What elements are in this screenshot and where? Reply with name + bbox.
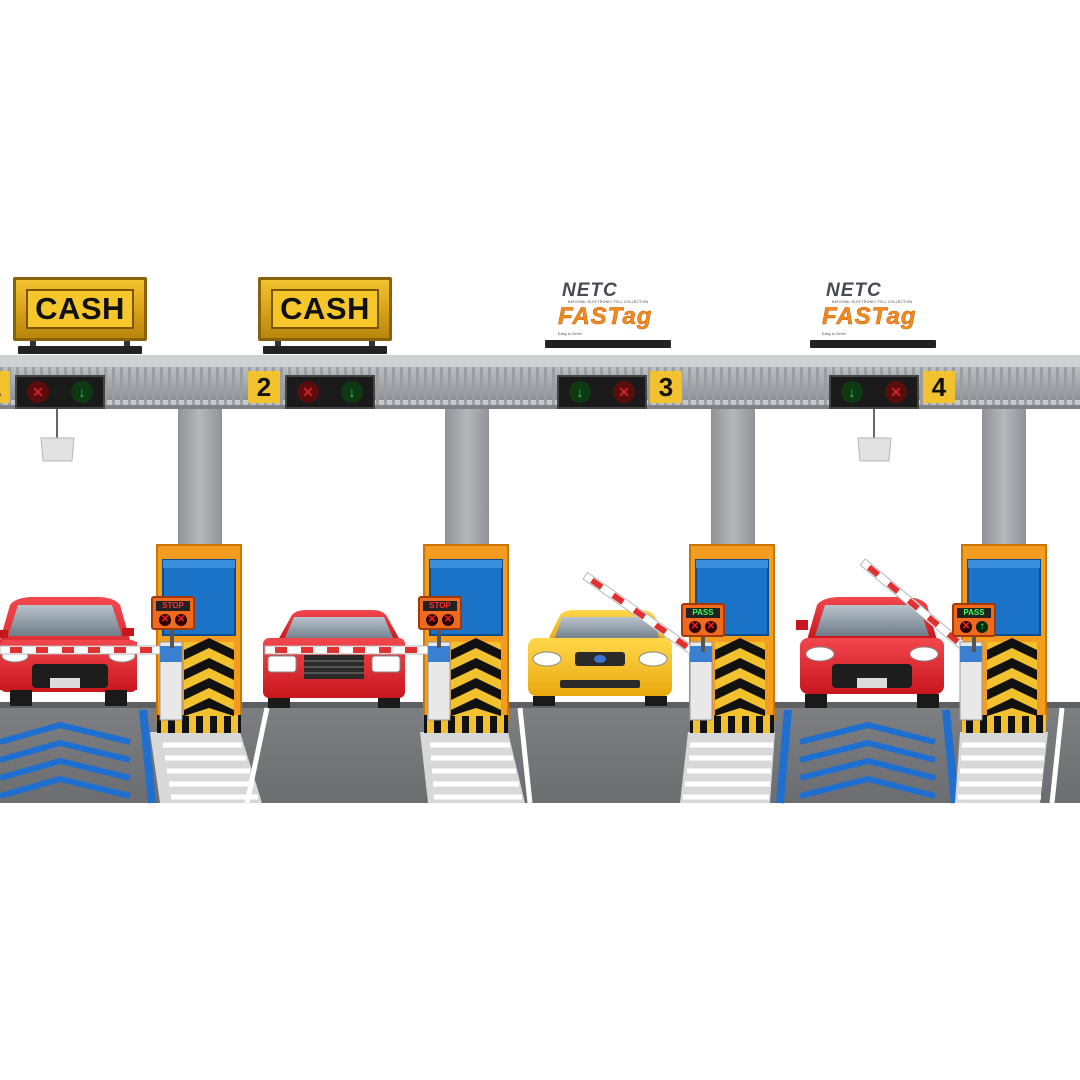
netc-subtitle-1: NATIONAL ELECTRONIC TOLL COLLECTION <box>567 300 649 304</box>
lane-marking-fastag-4 <box>776 709 959 804</box>
cash-sign-1-base <box>18 346 142 354</box>
road-edge-lines <box>244 707 1065 804</box>
pass-x-icon: ✕ <box>705 621 717 633</box>
boom-barrier-1-closed <box>0 641 183 721</box>
svg-text:↓: ↓ <box>577 384 584 400</box>
svg-text:✕: ✕ <box>890 384 902 400</box>
stop-x-icon: ✕ <box>159 614 171 626</box>
boom-barrier-4-open <box>859 558 983 721</box>
display-poles <box>170 628 976 652</box>
svg-text:✕: ✕ <box>302 384 314 400</box>
vehicle-red-hatchback-4 <box>796 597 944 708</box>
cash-sign-1: CASH <box>13 277 147 341</box>
svg-text:↓: ↓ <box>349 384 356 400</box>
boom-barrier-3-open <box>582 571 713 721</box>
lane-signal-group-1: ✕ ↓ <box>15 375 105 409</box>
netc-logo-text-2: NETC <box>826 280 882 301</box>
lane-number-4: 4 <box>923 371 955 403</box>
lane-marking-cash-1 <box>0 709 156 804</box>
booth-display-4: PASS ✕ ↑ <box>952 603 996 637</box>
cash-sign-2: CASH <box>258 277 392 341</box>
cash-sign-label-2: CASH <box>271 289 379 329</box>
fastag-tagline-2: Easy to Drive <box>822 331 846 336</box>
pass-arrow-up-icon: ↑ <box>976 621 988 633</box>
gantry-pillars <box>178 408 1026 548</box>
island-1 <box>150 732 262 803</box>
svg-text:↓: ↓ <box>79 384 86 400</box>
rfid-reader-2 <box>857 409 892 462</box>
lane-number-1: 1 <box>0 371 10 403</box>
chevron-barrier-4 <box>987 638 1037 716</box>
cash-sign-label-1: CASH <box>26 289 134 329</box>
svg-text:✕: ✕ <box>32 384 44 400</box>
pass-x-icon: ✕ <box>689 621 701 633</box>
fastag-sign-2: NETC NATIONAL ELECTRONIC TOLL COLLECTION… <box>808 278 936 338</box>
lane-number-2: 2 <box>248 371 280 403</box>
fastag-tagline-1: Easy to Drive <box>558 331 582 336</box>
booth-display-1: STOP ✕ ✕ <box>151 596 195 630</box>
netc-logo-text-1: NETC <box>562 280 618 301</box>
fastag-sign-1: NETC NATIONAL ELECTRONIC TOLL COLLECTION… <box>544 278 672 338</box>
lane-signal-group-3: ↓ ✕ <box>557 375 647 409</box>
fastag-logo-text-1: FASTag <box>558 303 653 331</box>
chevron-barrier-2 <box>451 638 501 716</box>
rfid-reader-1 <box>40 409 75 462</box>
chevron-barrier-3 <box>715 638 765 716</box>
lane-signal-group-4: ↓ ✕ <box>829 375 919 409</box>
vehicle-yellow-sedan-3 <box>528 610 672 706</box>
netc-subtitle-2: NATIONAL ELECTRONIC TOLL COLLECTION <box>831 300 913 304</box>
chevron-barrier-1 <box>184 638 234 716</box>
booth-display-label-stop-2: STOP <box>423 601 457 611</box>
booth-display-2: STOP ✕ ✕ <box>418 596 462 630</box>
pass-x-icon: ✕ <box>960 621 972 633</box>
lane-number-3: 3 <box>650 371 682 403</box>
svg-text:↓: ↓ <box>849 384 856 400</box>
cash-sign-2-base <box>263 346 387 354</box>
island-2 <box>420 732 525 803</box>
stop-x-icon: ✕ <box>442 614 454 626</box>
booth-display-label-pass-3: PASS <box>686 608 720 618</box>
vehicle-red-sedan-2 <box>263 610 405 708</box>
stop-x-icon: ✕ <box>175 614 187 626</box>
booth-display-3: PASS ✕ ✕ <box>681 603 725 637</box>
booth-display-label-stop-1: STOP <box>156 601 190 611</box>
stop-x-icon: ✕ <box>426 614 438 626</box>
fastag-sign-1-base <box>545 340 671 348</box>
fastag-logo-text-2: FASTag <box>822 303 917 331</box>
island-4 <box>955 732 1048 803</box>
fastag-sign-2-base <box>810 340 936 348</box>
svg-text:✕: ✕ <box>618 384 630 400</box>
island-3 <box>680 732 775 803</box>
lane-signal-group-2: ✕ ↓ <box>285 375 375 409</box>
booth-display-label-pass-4: PASS <box>957 608 991 618</box>
